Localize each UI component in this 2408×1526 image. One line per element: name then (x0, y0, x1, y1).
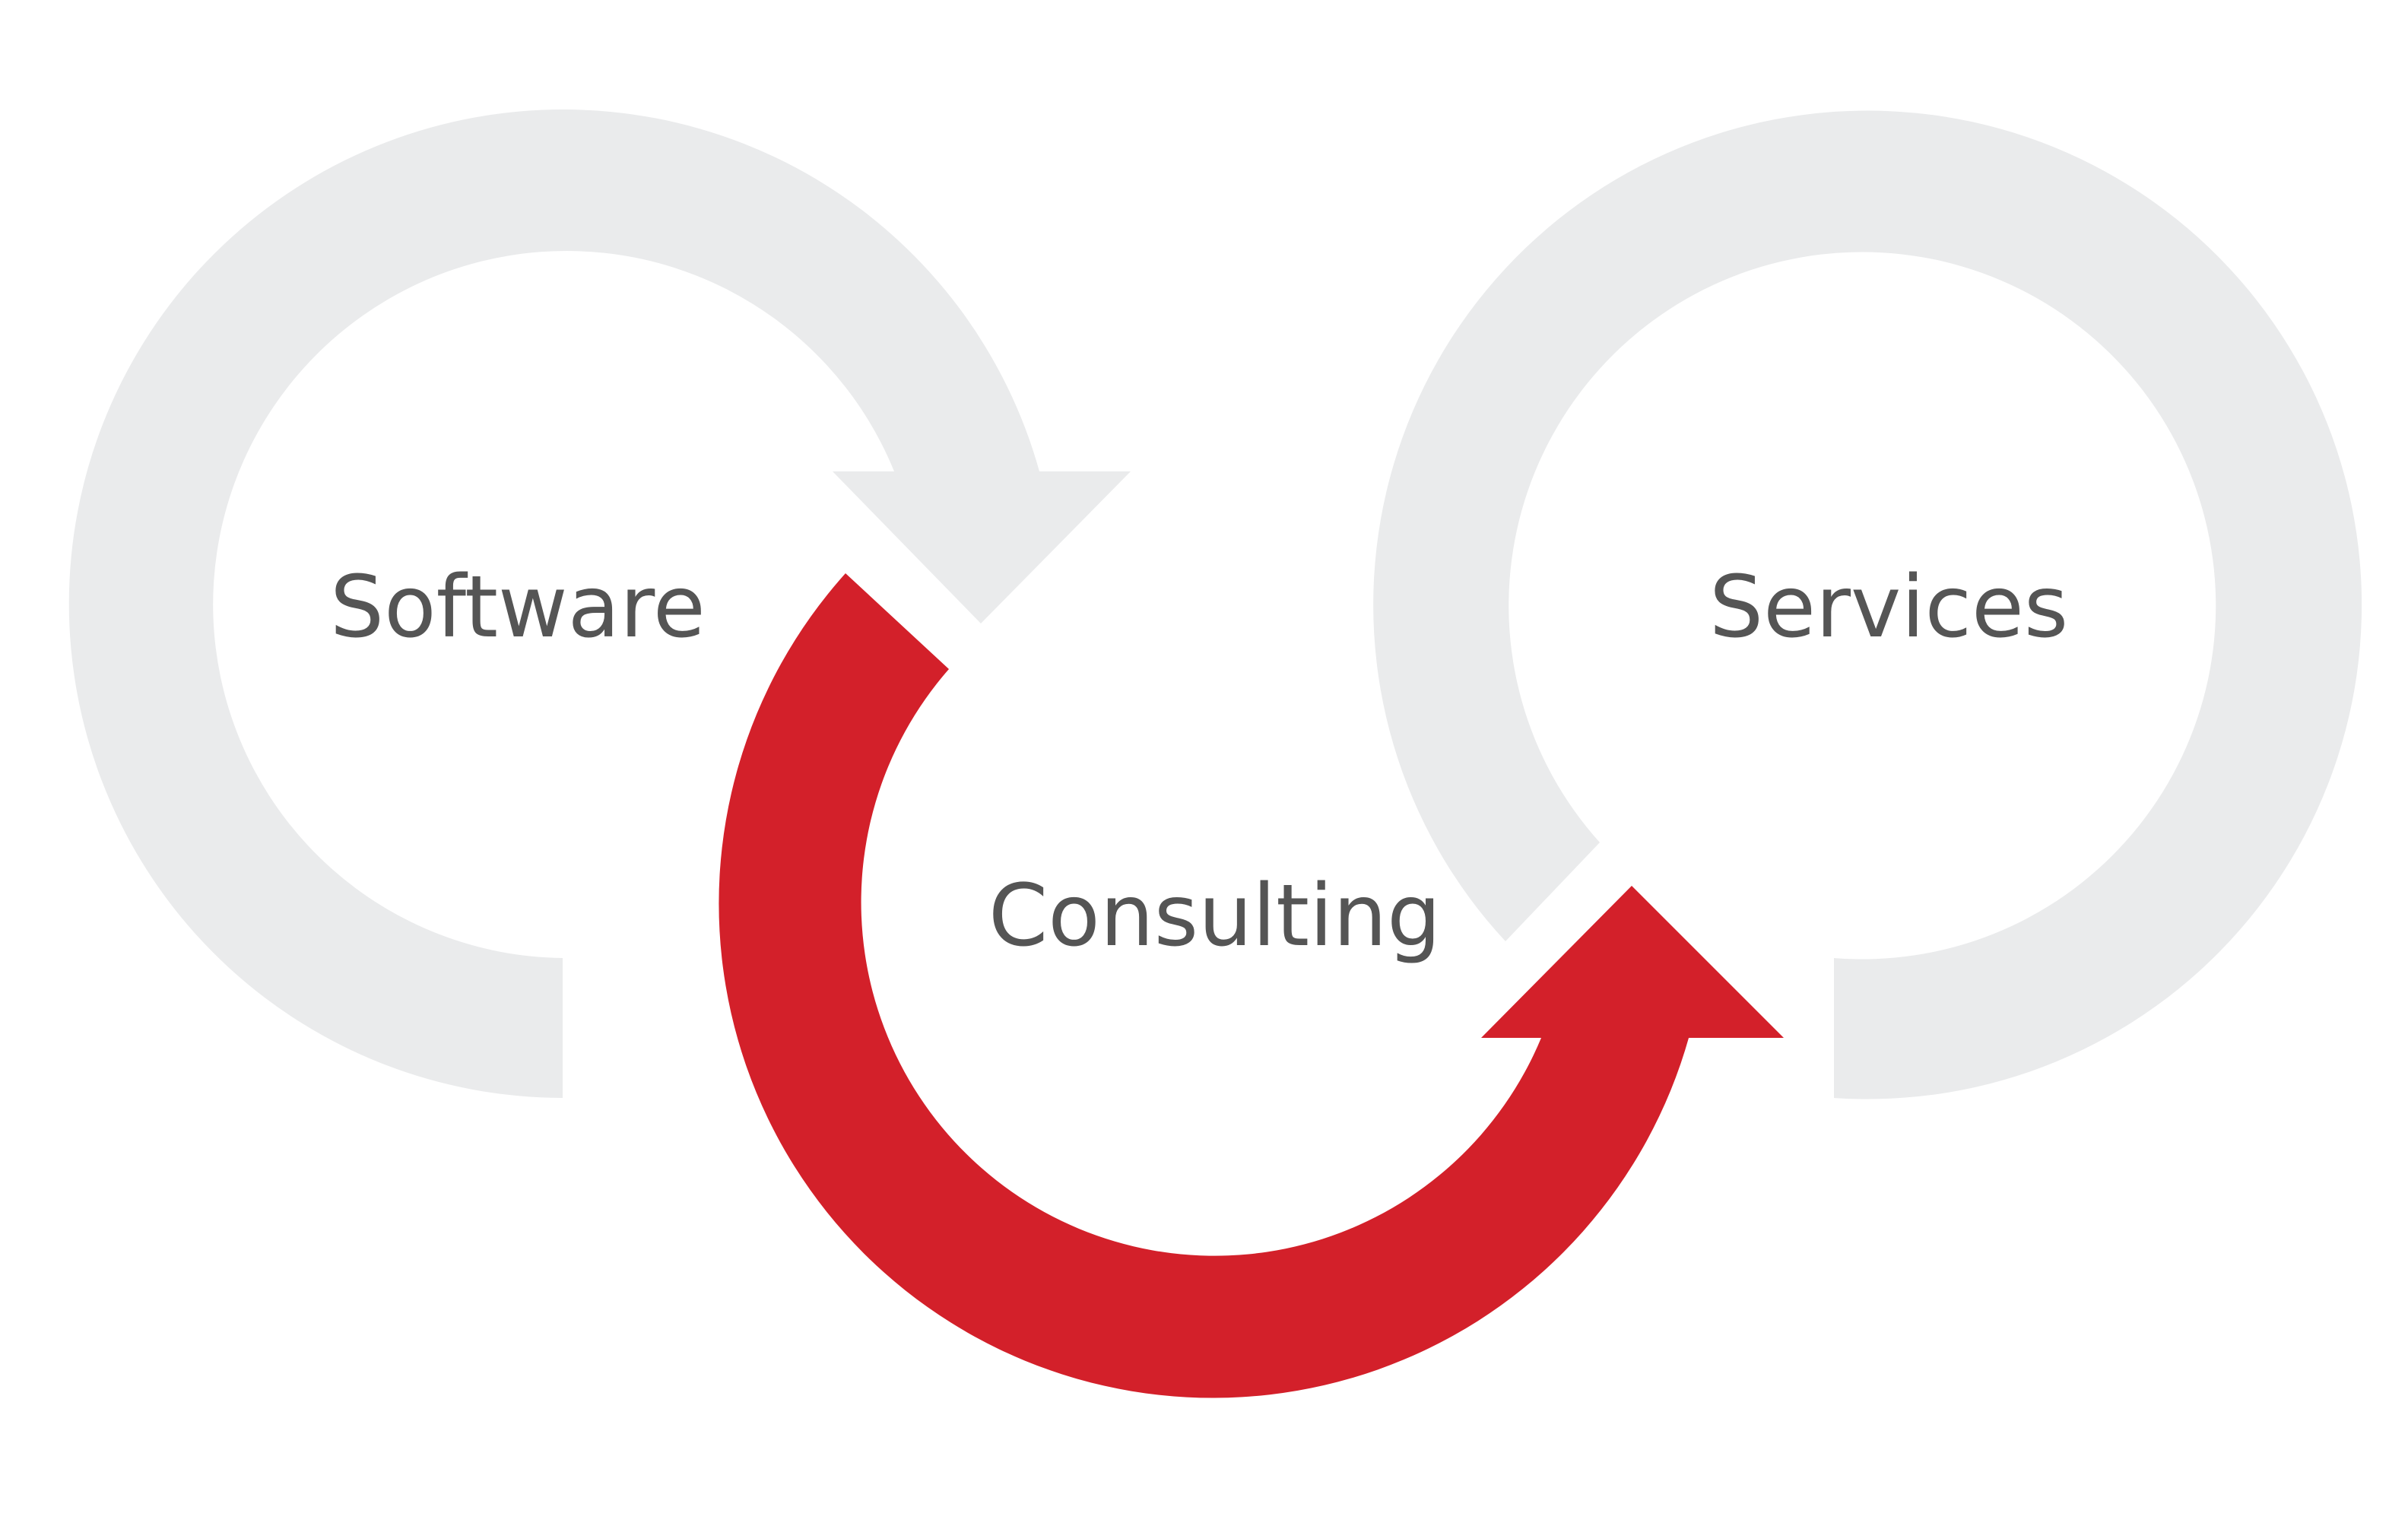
software-arrowhead (833, 471, 1131, 623)
services-loop-ring (1373, 110, 2362, 1099)
consulting-loop-ring (719, 573, 1689, 1398)
consulting-arrowhead (1481, 886, 1784, 1038)
services-label: Services (1709, 558, 2068, 657)
consulting-label: Consulting (988, 867, 1441, 966)
software-label: Software (330, 558, 706, 657)
consulting-loop-arrow (719, 573, 1784, 1398)
software-loop-ring (68, 109, 1040, 1098)
services-loop-arrow (1373, 110, 2362, 1099)
software-loop-arrow (68, 109, 1131, 1098)
